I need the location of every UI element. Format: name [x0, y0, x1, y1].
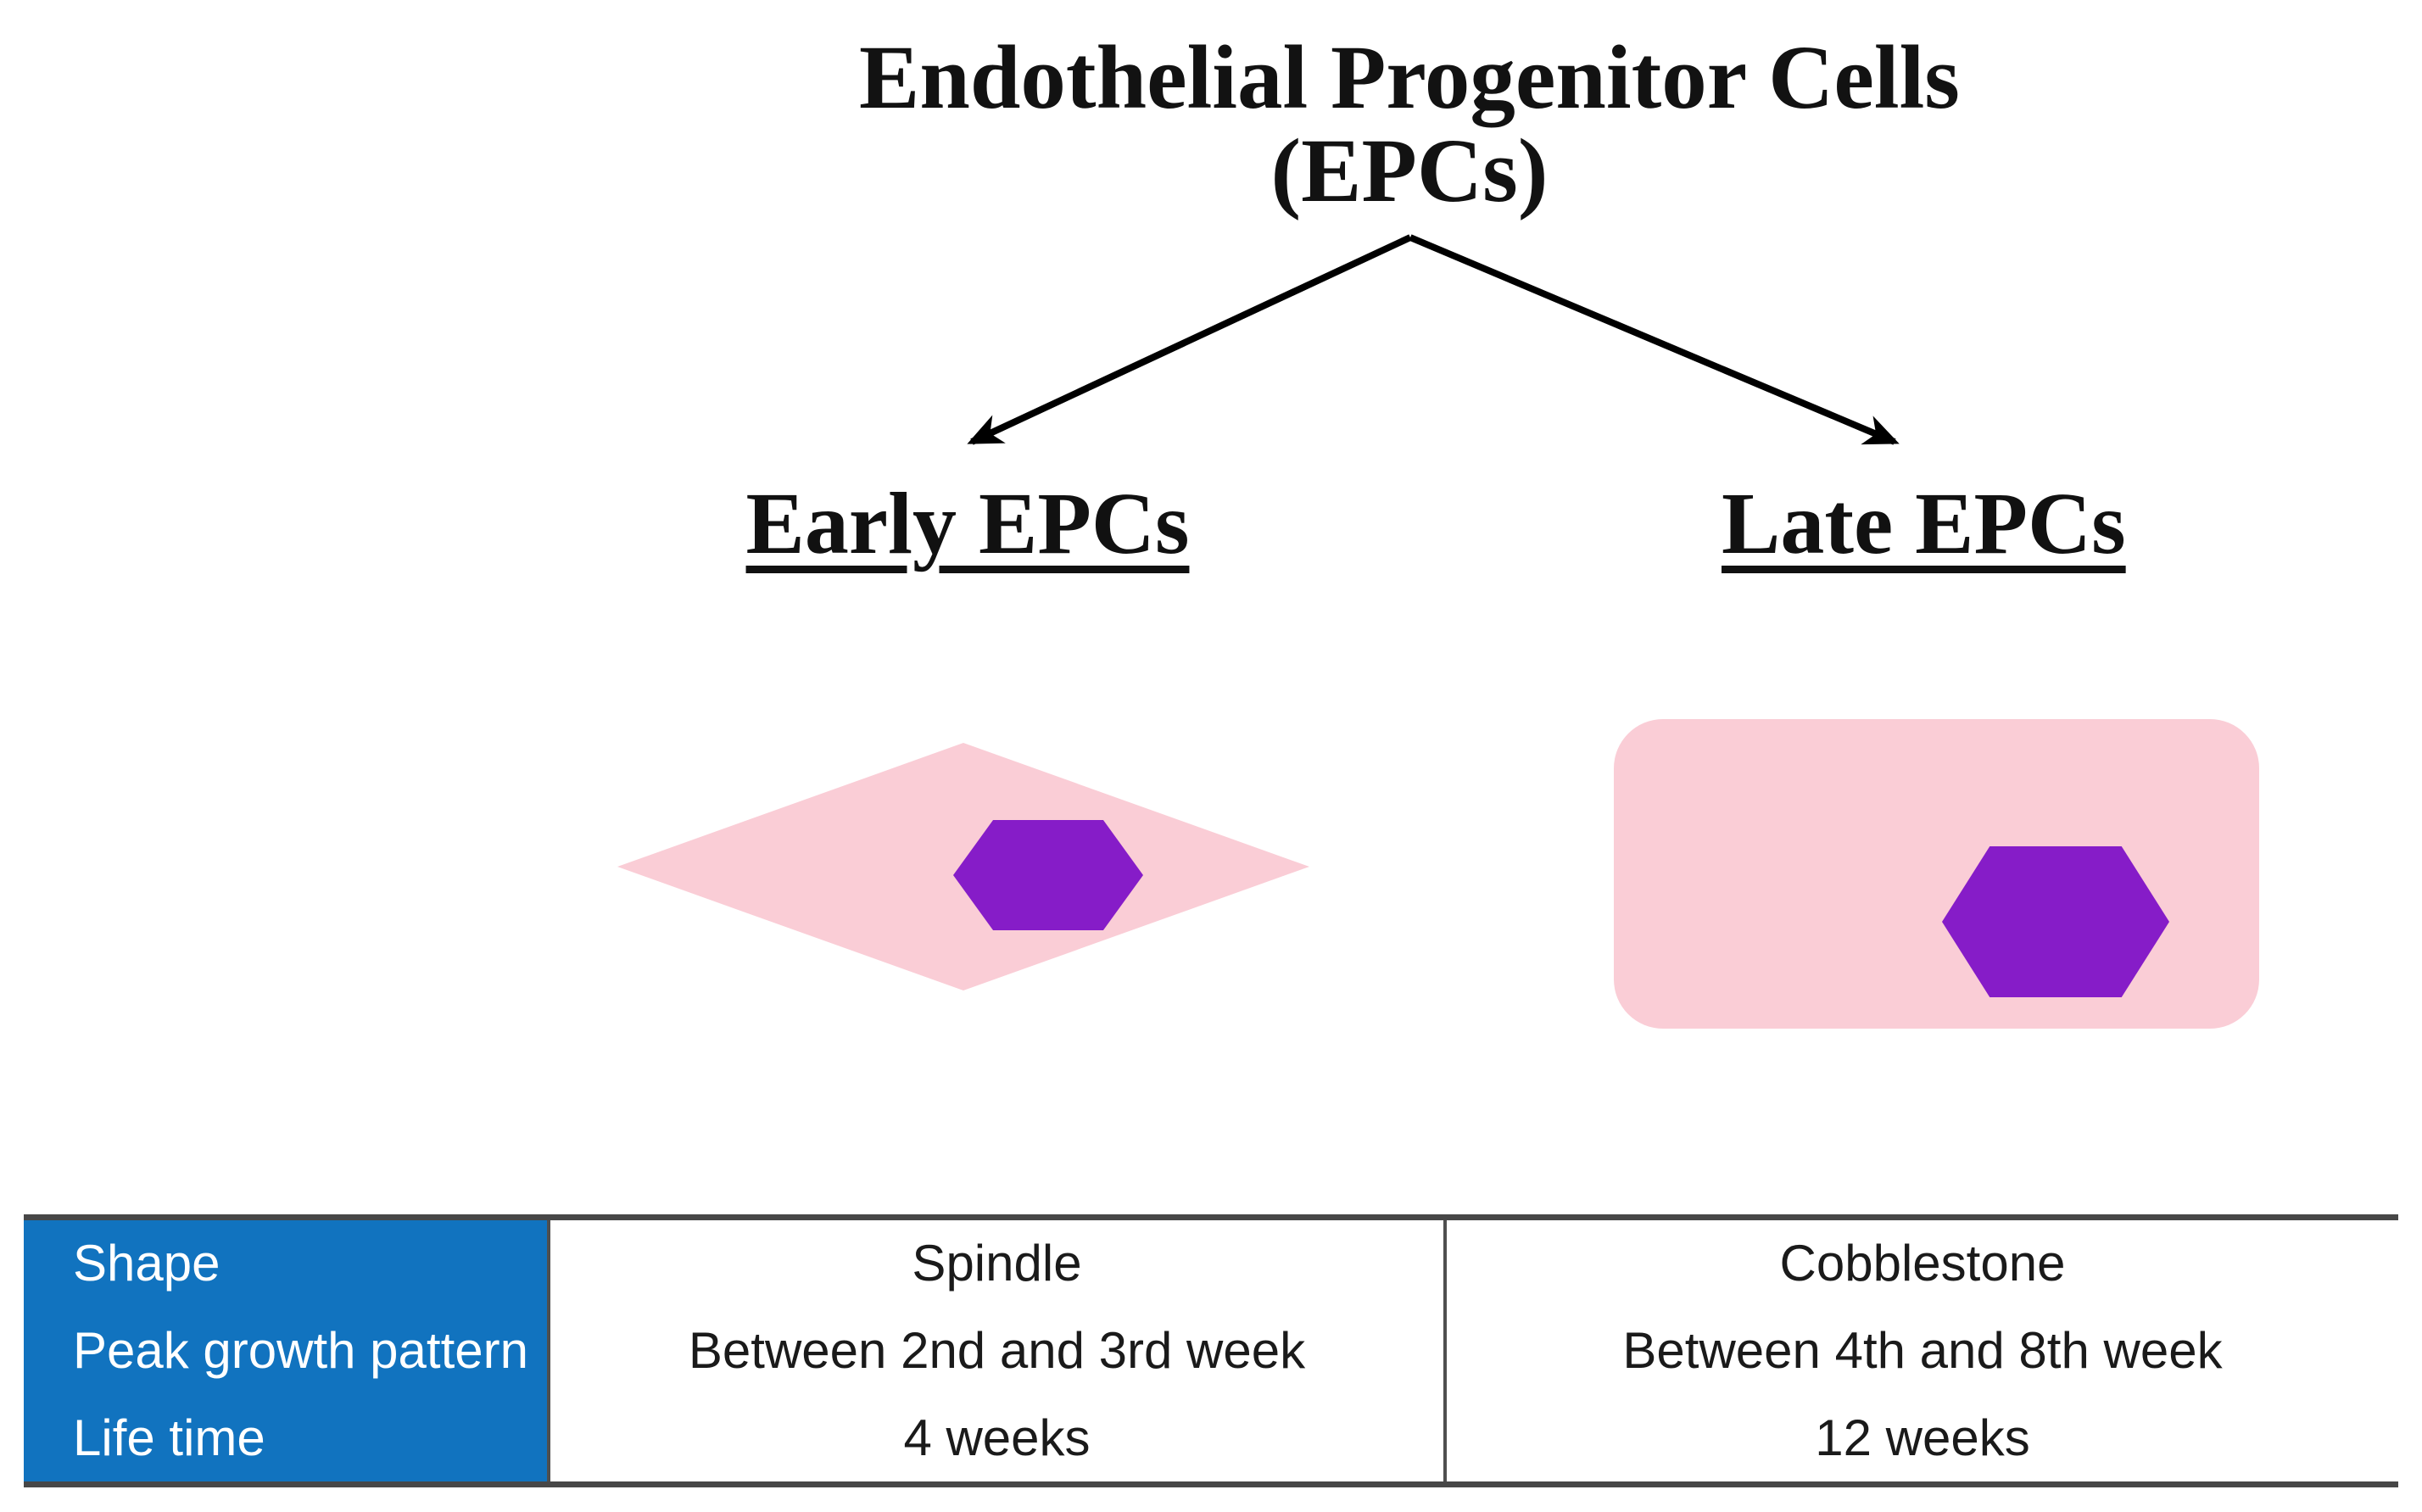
late-epc-nucleus-hexagon — [1942, 846, 2169, 997]
row-header-life-time: Life time — [73, 1409, 265, 1466]
cell-late-peak-growth: Between 4th and 8th week — [1622, 1322, 2223, 1379]
figure-title-line1: Endothelial Progenitor Cells — [859, 28, 1960, 128]
cell-late-shape: Cobblestone — [1779, 1235, 2066, 1292]
early-epcs-label: Early EPCs — [745, 475, 1190, 572]
early-epc-nucleus-hexagon — [953, 820, 1143, 930]
table-header-column: Shape Peak growth pattern Life time — [24, 1220, 547, 1481]
figure-title: Endothelial Progenitor Cells (EPCs) — [841, 31, 1978, 218]
cell-early-life-time: 4 weeks — [903, 1409, 1091, 1466]
row-header-peak-growth-pattern: Peak growth pattern — [73, 1322, 528, 1379]
cell-early-peak-growth: Between 2nd and 3rd week — [688, 1322, 1306, 1379]
table-column-late-epcs: Cobblestone Between 4th and 8th week 12 … — [1447, 1220, 2398, 1481]
branch-arrow-right — [1409, 234, 1900, 445]
row-header-shape: Shape — [73, 1235, 220, 1292]
cell-early-shape: Spindle — [912, 1235, 1082, 1292]
comparison-table: Shape Peak growth pattern Life time Spin… — [24, 1214, 2398, 1487]
branch-arrow-left — [967, 234, 1412, 445]
late-epc-cobblestone-shape — [1614, 719, 2259, 1029]
late-epcs-label: Late EPCs — [1722, 475, 2126, 572]
table-column-early-epcs: Spindle Between 2nd and 3rd week 4 weeks — [547, 1220, 1447, 1481]
cell-late-life-time: 12 weeks — [1815, 1409, 2030, 1466]
figure-title-line2: (EPCs) — [1270, 121, 1549, 221]
